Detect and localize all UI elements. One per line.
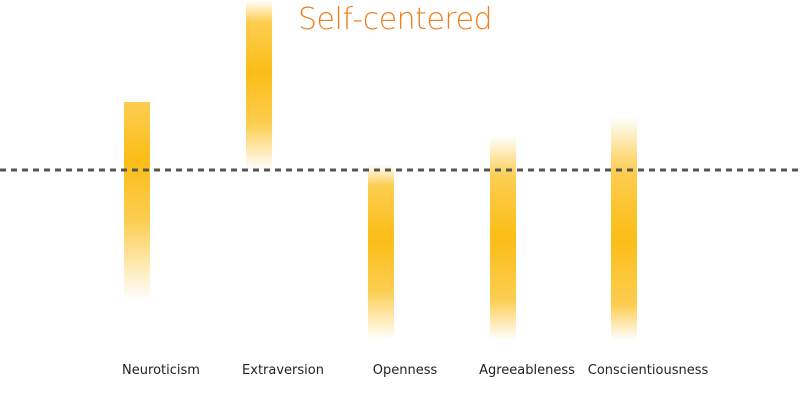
range-bar-agreeableness [490,136,516,340]
category-label-extraversion: Extraversion [242,363,324,378]
category-label-agreeableness: Agreeableness [479,363,575,378]
range-bar-openness [368,165,394,340]
range-bar-neuroticism [124,102,150,302]
category-labels-group: Neuroticism Extraversion Openness Agreeable… [122,363,708,378]
category-label-conscientiousness: Conscientiousness [588,363,709,378]
category-label-openness: Openness [373,363,438,378]
range-bar-conscientiousness [611,116,637,340]
bars-group [124,0,637,340]
category-label-neuroticism: Neuroticism [122,363,200,378]
chart-title: Self-centered [298,2,493,37]
range-bar-extraversion [246,0,272,170]
